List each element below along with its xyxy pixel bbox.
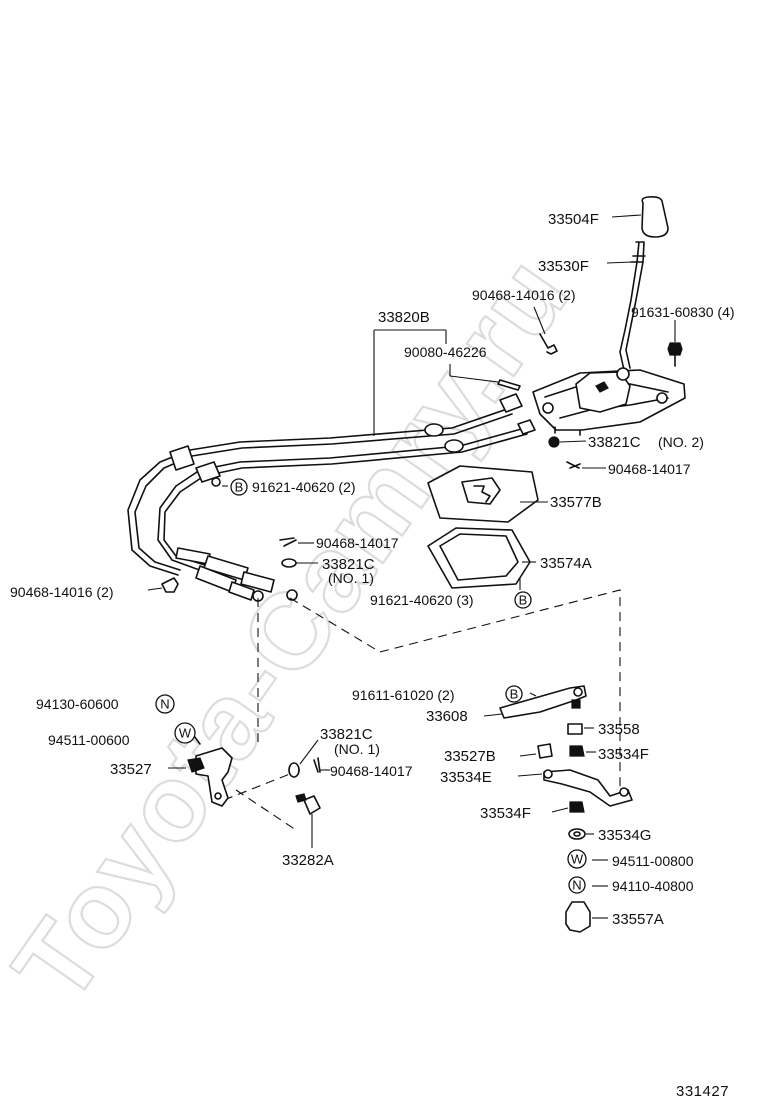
pin-upper-part [566,461,606,469]
lever-left-part [168,747,233,807]
callout-bushing-mid-qty: (NO. 1) [328,570,374,586]
pin-lower-part [313,757,330,773]
watermark-text: Toyota-Camry.ru [0,234,593,1023]
callout-bolt-top: 91631-60830 (4) [631,304,735,320]
bolt-top-part [667,320,683,367]
shift-lever-base [532,367,686,436]
bolt-mark-label: B [235,480,244,495]
callout-lever-right: 33608 [426,708,468,725]
callout-bushing-lower: 33821C [320,726,373,743]
callout-lever-left: 33527 [110,761,152,778]
callout-washer-plain: 94511-00800 [612,853,694,869]
callout-bracket-right: 33534E [440,769,492,786]
callout-nut-right: 94110-40800 [612,878,694,894]
callout-pin-adjuster: 33282A [282,852,334,869]
shift-knob [611,196,669,238]
callout-bushing-mid: 33821C [322,556,375,573]
shift-lever [606,241,646,371]
callout-collar: 33527B [444,748,496,765]
callout-clip-top: 90468-14016 (2) [472,287,576,303]
callout-bushing-lower-qty: (NO. 1) [334,741,380,757]
callout-washer-left: 94511-00600 [48,732,130,748]
nut-mark-label: N [160,697,169,712]
plate-part [427,465,548,523]
collar-part [519,743,553,759]
bolt-mark-symbol-3: B [505,685,523,703]
nut-mark-symbol: N [155,694,175,714]
callout-pin-mid: 90468-14017 [316,535,399,551]
bolt-mark-symbol-2: B [514,591,532,609]
callout-clamp: 90080-46226 [404,344,487,360]
pin-adjuster-part [295,793,321,848]
gasket-part [427,527,536,589]
lever-right-part [483,685,587,719]
clamp-part [449,364,521,391]
bolt-mark-symbol: B [230,478,248,496]
bracket-right-part [517,769,633,807]
callout-washer-right: 33534G [598,827,651,844]
callout-nut-left: 94130-60600 [36,696,119,712]
washer-mark-label: W [179,726,192,741]
washer-mark-symbol-2: W [567,849,587,869]
callout-bolt-gasket: 91621-40620 (3) [370,592,474,608]
bolt-mark-label-2: B [519,593,528,608]
bushing-lower-part [288,739,319,778]
figure-number: 331427 [676,1083,729,1100]
callout-shift-lever: 33530F [538,258,589,275]
bolt-mark-label-3: B [510,687,519,702]
cable-assembly [127,329,536,602]
washer-right-part [568,828,594,840]
callout-bushing-right: 33534F [598,746,649,763]
callout-cushion: 33558 [598,721,640,738]
callout-shift-knob: 33504F [548,211,599,228]
callout-bushing-upper: 33821C [588,434,641,451]
clip-top-part [533,306,558,355]
bushing-right-part [569,745,596,757]
connection-lines [223,589,621,831]
callout-clip-left: 90468-14016 (2) [10,584,114,600]
weight-part [565,901,608,933]
callout-labels: 33504F 33530F 90468-14016 (2) 91631-6083… [10,211,735,1100]
callout-pin-lower: 90468-14017 [330,763,413,779]
washer-mark-label-2: W [571,852,584,867]
washer-mark-symbol: W [174,722,196,744]
callout-bolt-right-lever: 91611-61020 (2) [352,687,454,703]
pin-mid-part [279,537,314,547]
watermark: Toyota-Camry.ru [0,233,594,1024]
bushing-upper-part [548,436,587,448]
callout-pin-upper: 90468-14017 [608,461,691,477]
clip-left-part [147,577,179,593]
callout-bushing-right-lower: 33534F [480,805,531,822]
callout-cable-assembly: 33820B [378,309,430,326]
nut-mark-label-2: N [572,878,581,893]
cushion-part [567,699,594,735]
nut-mark-symbol-2: N [568,876,586,894]
callout-gasket: 33574A [540,555,592,572]
callout-plate: 33577B [550,494,602,511]
bushing-mid-part [281,558,318,568]
callout-weight: 33557A [612,911,664,928]
callout-bolt-cable-bracket: 91621-40620 (2) [252,479,356,495]
callout-bushing-upper-qty: (NO. 2) [658,434,704,450]
bushing-right-lower-part [551,801,585,813]
